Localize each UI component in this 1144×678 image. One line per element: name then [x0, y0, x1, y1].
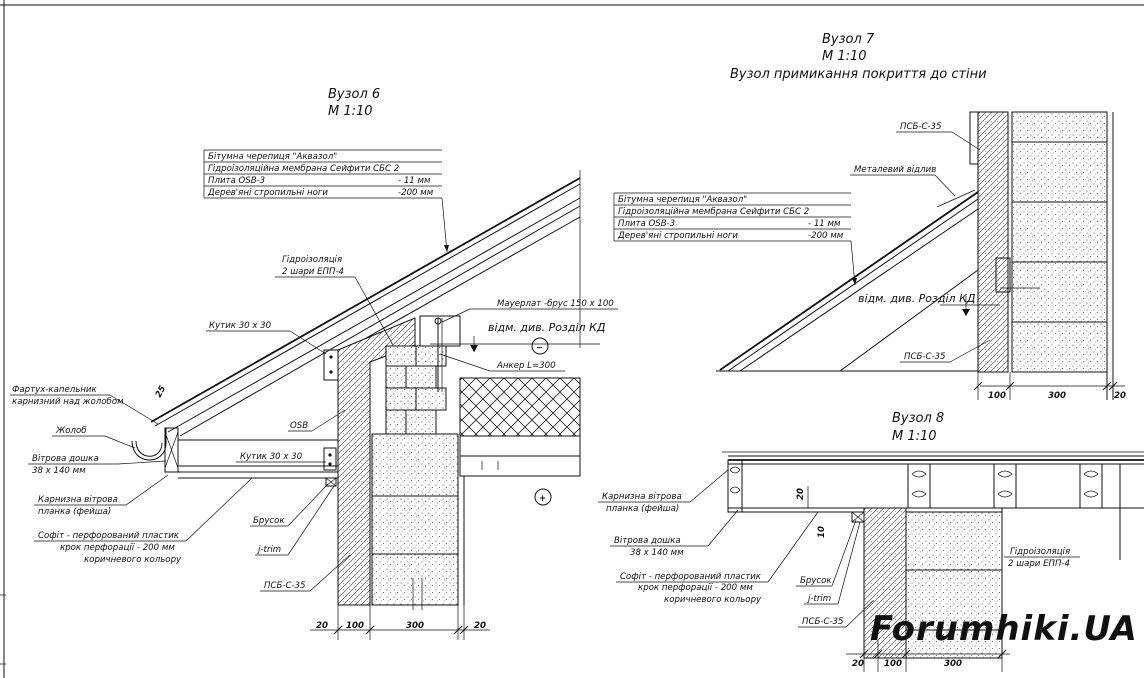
node6-overhang-dim: 25 [154, 384, 168, 399]
node6-spec-3: Дерев'яні стропильні ноги [207, 188, 328, 198]
node6-waterproof-1: Гідроізоляція [282, 255, 342, 265]
node7-spec-2: Плита OSB-3 [618, 219, 675, 229]
node6-minus-mark: − [536, 343, 543, 353]
node8-wall [851, 507, 1003, 659]
node7-psb-top: ПСБ-С-35 [900, 122, 942, 132]
node6-dimensions: 20 100 300 20 [310, 600, 490, 640]
node6-eave [164, 427, 338, 487]
node-6: Вузол 6 М 1:10 Бітумна черепиця "Аквазол… [10, 87, 618, 640]
node6-apron-1: Фартух-капельник [12, 385, 98, 395]
node6-eave-plank-2: планка (фейша) [38, 507, 111, 517]
node8-dimensions: 20 100 300 [846, 640, 1010, 672]
node6-soffit-1: Софіт - перфорований пластик [38, 531, 180, 541]
node6-spec-table: Бітумна черепиця "Аквазол" Гідроізоляцій… [203, 149, 449, 253]
node6-roof [150, 170, 581, 437]
node8-scale: М 1:10 [892, 429, 937, 444]
node7-title: Вузол 7 [822, 32, 875, 47]
node7-spec-1: Гідроізоляційна мембрана Сейфити СБС 2 [618, 207, 809, 217]
node6-dim-1: 100 [346, 621, 364, 631]
node8-dim-0: 20 [852, 659, 864, 669]
node6-waterproof-2: 2 шари ЕПП-4 [282, 267, 344, 277]
node6-plus-mark: + [539, 494, 546, 504]
node7-spec-3: Дерев'яні стропильні ноги [617, 231, 738, 241]
node8-title: Вузол 8 [892, 411, 944, 426]
node8-soffit-2: крок перфорації - 200 мм [638, 583, 753, 593]
node8-gap-10: 10 [817, 526, 827, 538]
node6-dim-3: 20 [474, 621, 486, 631]
node8-dim-2: 300 [944, 659, 962, 669]
node7-spec-3-value: -200 мм [808, 231, 844, 241]
node6-angle-bottom-label: Кутик 30 x 30 [240, 452, 303, 462]
node6-dim-2: 300 [406, 621, 424, 631]
node6-wind-board-2: 38 x 140 мм [32, 466, 86, 476]
node8-dim-1: 100 [884, 659, 902, 669]
node7-spec-table: Бітумна черепиця "Аквазол" Гідроізоляцій… [613, 192, 857, 286]
node6-wind-board-1: Вітрова дошка [32, 454, 99, 464]
node6-angle-top-label: Кутик 30 x 30 [209, 321, 272, 331]
node7-metal-flashing: Металевий відлив [854, 165, 936, 175]
node6-eave-plank-1: Карнизна вітрова [38, 495, 118, 505]
node8-eave-plank-2: планка (фейша) [606, 504, 679, 514]
node8-wind-board-1: Вітрова дошка [614, 536, 681, 546]
node6-mauerlat: Мауерлат -брус 150 x 100 [497, 299, 614, 309]
node6-apron-2: карнизний над жолобом [12, 397, 124, 407]
node6-labels: Гідроізоляція 2 шари ЕПП-4 Мауерлат -бру… [10, 255, 618, 592]
node8-waterproof-2: 2 шари ЕПП-4 [1008, 559, 1070, 569]
node6-anchor: Анкер L=300 [496, 361, 556, 371]
node6-spec-0: Бітумна черепиця "Аквазол" [208, 152, 337, 162]
node6-psb: ПСБ-С-35 [264, 581, 306, 591]
node6-angle-top [323, 349, 339, 381]
node8-eave-plank-1: Карнизна вітрова [602, 492, 682, 502]
node7-subtitle: Вузол примикання покриття до стіни [730, 67, 987, 82]
node8-roof-deck [722, 451, 1144, 560]
node6-wall [337, 315, 581, 606]
node8-psb: ПСБ-С-35 [802, 617, 844, 627]
node8-wind-board-2: 38 x 140 мм [630, 548, 684, 558]
node7-roof [716, 189, 1005, 372]
node6-soffit-3: коричневого кольору [84, 555, 182, 565]
node7-dim-2: 20 [1114, 391, 1126, 401]
node7-dimensions: 100 300 20 [973, 372, 1126, 401]
node7-labels: ПСБ-С-35 Металевий відлив відм. див. Роз… [850, 122, 1000, 363]
node7-spec-2-value: - 11 мм [808, 219, 841, 229]
node-8: Вузол 8 М 1:10 [598, 411, 1144, 672]
node6-gutter [131, 428, 167, 461]
node8-jtrim: j-trim [807, 594, 831, 604]
node7-psb-bottom: ПСБ-С-35 [904, 352, 946, 362]
node6-jtrim: j-trim [257, 545, 281, 555]
node6-batten: Брусок [253, 516, 285, 526]
node6-gutter-label: Жолоб [55, 426, 87, 436]
node6-dim-0: 20 [316, 621, 328, 631]
node8-gap-20: 20 [796, 488, 806, 500]
node6-ref: відм. див. Розділ КД [488, 321, 606, 334]
node8-soffit-3: коричневого кольору [664, 595, 762, 605]
node6-spec-2-value: - 11 мм [398, 176, 431, 186]
node7-spec-0: Бітумна черепиця "Аквазол" [618, 195, 747, 205]
node8-soffit-1: Софіт - перфорований пластик [620, 572, 762, 582]
node6-scale: М 1:10 [328, 104, 373, 119]
node6-title: Вузол 6 [328, 87, 380, 102]
node8-labels: Карнизна вітрова планка (фейша) 20 Вітро… [598, 469, 1080, 628]
node8-batten: Брусок [800, 576, 832, 586]
node6-spec-2: Плита OSB-3 [208, 176, 265, 186]
node6-osb: OSB [290, 421, 308, 431]
node-7: Вузол 7 М 1:10 Вузол примикання покриття… [613, 32, 1126, 401]
node7-ref: відм. див. Розділ КД [858, 292, 976, 305]
node6-spec-1: Гідроізоляційна мембрана Сейфити СБС 2 [208, 164, 399, 174]
node7-wall [969, 111, 1114, 400]
node7-scale: М 1:10 [822, 49, 867, 64]
node8-waterproof-1: Гідроізоляція [1010, 547, 1070, 557]
watermark: Forumhiki.UA [870, 609, 1138, 649]
node7-dim-1: 300 [1048, 391, 1066, 401]
node6-soffit-2: крок перфорації - 200 мм [60, 543, 175, 553]
node7-dim-0: 100 [988, 391, 1006, 401]
node6-spec-3-value: -200 мм [398, 188, 434, 198]
